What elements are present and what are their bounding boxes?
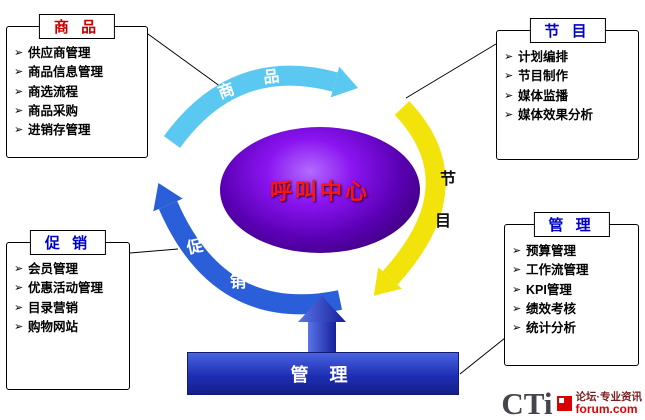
arrow-bullet-icon: ➢ [512,264,522,277]
list-item: ➢ 购物网站 [14,319,124,336]
management-bar: 管 理 [187,352,459,395]
management-up-arrow-shaft [308,320,336,354]
list-item-text: 媒体效果分析 [518,107,594,122]
cti-logo: CTi 论坛·专业资讯 forum.com [501,388,642,419]
list-item: ➢ 媒体效果分析 [504,107,633,124]
arrow-bullet-icon: ➢ [14,66,24,79]
connector-product [147,33,229,93]
left-arrow-char-1: 促 [184,235,206,257]
program-box: 节 目 ➢ 计划编排 ➢ 节目制作 ➢ 媒体监播 ➢ 媒体效果分析 [496,18,639,160]
list-item: ➢ 预算管理 [512,243,633,260]
arrow-bullet-icon: ➢ [512,283,522,296]
connector-management [459,337,506,375]
list-item-text: 工作流管理 [526,263,589,278]
connector-program [405,43,497,99]
promotion-item-list: ➢ 会员管理 ➢ 优惠活动管理 ➢ 目录营销 ➢ 购物网站 [14,261,124,336]
list-item: ➢ 工作流管理 [512,262,633,279]
cti-logo-site: forum.com [575,401,638,416]
list-item-text: 节目制作 [518,69,569,84]
list-item: ➢ 媒体监播 [504,88,633,105]
right-arrow-char-2: 目 [435,212,451,230]
list-item-text: 媒体监播 [518,88,569,103]
list-item: ➢ 节目制作 [504,68,633,85]
cti-logo-text: CTi [501,386,553,420]
list-item: ➢ 商品采购 [14,103,142,120]
call-center-ellipse: 呼叫中心 [220,127,420,253]
arrow-bullet-icon: ➢ [512,322,522,334]
promotion-box: 促 销 ➢ 会员管理 ➢ 优惠活动管理 ➢ 目录营销 ➢ 购物网站 [6,230,130,390]
call-center-label: 呼叫中心 [269,179,370,204]
list-item-text: 商选流程 [28,84,79,99]
list-item-text: 预算管理 [526,244,577,258]
list-item: ➢ 商品信息管理 [14,64,142,81]
promotion-box-title: 促 销 [29,230,107,255]
list-item: ➢ 会员管理 [14,261,124,278]
list-item-text: 绩效考核 [526,301,577,316]
list-item: ➢ 商选流程 [14,84,142,101]
program-box-title: 节 目 [529,18,606,43]
arrow-bullet-icon: ➢ [14,85,24,98]
list-item: ➢ 优惠活动管理 [14,280,124,297]
list-item: ➢ KPI管理 [512,282,633,299]
product-arrowhead-icon [330,66,358,98]
arrow-bullet-icon: ➢ [504,70,514,83]
arrow-bullet-icon: ➢ [504,108,514,121]
product-item-list: ➢ 供应商管理 ➢ 商品信息管理 ➢ 商选流程 ➢ 商品采购 ➢ 进销存管理 [14,45,142,139]
product-box-title: 商 品 [38,14,116,39]
list-item: ➢ 进销存管理 [14,122,142,139]
arrow-bullet-icon: ➢ [14,301,24,314]
list-item: ➢ 目录营销 [14,300,124,317]
arrow-bullet-icon: ➢ [14,47,24,59]
top-arrow-char-2: 品 [262,67,280,87]
management-box-title: 管 理 [533,212,610,237]
arrow-bullet-icon: ➢ [14,263,24,275]
list-item-text: 供应商管理 [28,46,91,60]
cti-logo-tagline: 论坛·专业资讯 [575,390,643,403]
top-arrow-char-1: 商 [215,79,237,102]
list-item-text: 优惠活动管理 [28,281,104,296]
left-arrow-char-2: 销 [230,272,246,291]
list-item-text: 进销存管理 [28,123,91,137]
list-item-text: 统计分析 [526,321,577,335]
management-box: 管 理 ➢ 预算管理 ➢ 工作流管理 ➢ KPI管理 ➢ 绩效考核 ➢ 统计分析 [504,212,639,366]
list-item-text: 商品信息管理 [28,65,104,80]
arrow-bullet-icon: ➢ [14,124,24,136]
program-arrowhead-icon [373,267,402,296]
arrow-bullet-icon: ➢ [504,51,514,63]
cti-logo-caption: 论坛·专业资讯 forum.com [576,391,643,417]
list-item: ➢ 绩效考核 [512,301,633,318]
list-item-text: 目录营销 [28,300,79,315]
promotion-arrowhead-icon [153,183,183,212]
list-item-text: 计划编排 [518,50,569,64]
arrow-bullet-icon: ➢ [512,302,522,315]
list-item-text: 购物网站 [28,319,79,334]
arrow-bullet-icon: ➢ [504,89,514,102]
arrow-bullet-icon: ➢ [512,245,522,257]
product-box: 商 品 ➢ 供应商管理 ➢ 商品信息管理 ➢ 商选流程 ➢ 商品采购 ➢ 进销存管理 [6,14,148,158]
list-item: ➢ 计划编排 [504,49,633,66]
cti-logo-square-icon [556,396,572,411]
list-item-text: 商品采购 [28,103,79,118]
management-item-list: ➢ 预算管理 ➢ 工作流管理 ➢ KPI管理 ➢ 绩效考核 ➢ 统计分析 [512,243,633,337]
arrow-bullet-icon: ➢ [14,320,24,333]
list-item: ➢ 供应商管理 [14,45,142,62]
list-item-text: 会员管理 [28,262,79,276]
connector-promotion [129,248,179,254]
management-bar-label: 管 理 [290,364,356,385]
arrow-bullet-icon: ➢ [14,282,24,295]
list-item-text: KPI管理 [526,282,572,297]
list-item: ➢ 统计分析 [512,320,633,337]
arrow-bullet-icon: ➢ [14,104,24,117]
program-item-list: ➢ 计划编排 ➢ 节目制作 ➢ 媒体监播 ➢ 媒体效果分析 [504,49,633,124]
right-arrow-char-1: 节 [440,169,456,188]
management-up-arrowhead-icon [298,296,346,322]
